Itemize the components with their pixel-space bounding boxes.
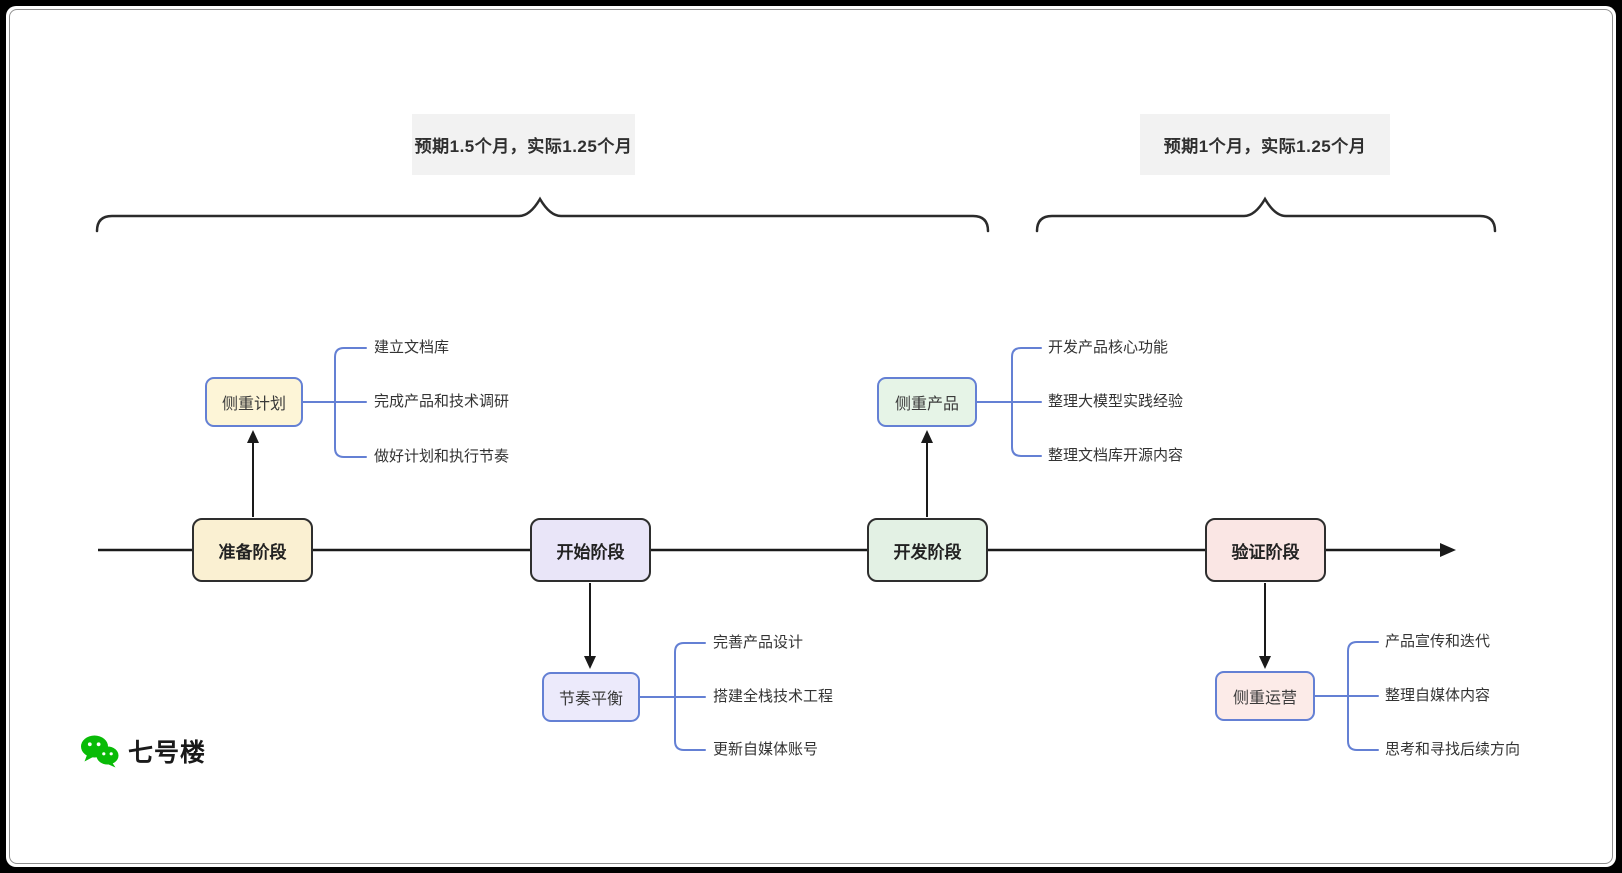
task-label: 完善产品设计 xyxy=(713,634,804,651)
duration-label-left: 预期1.5个月，实际1.25个月 xyxy=(412,114,635,175)
task-label: 整理文档库开源内容 xyxy=(1048,447,1184,464)
brace-right xyxy=(1035,196,1497,233)
arrow-dev-to-product xyxy=(921,430,933,517)
task-label: 整理大模型实践经验 xyxy=(1048,393,1184,410)
arrow-ver-to-ops xyxy=(1259,583,1271,669)
phase-node-verification: 验证阶段 xyxy=(1205,518,1326,582)
focus-node-product: 侧重产品 xyxy=(877,377,977,427)
arrow-start-to-rhythm xyxy=(584,583,596,669)
wechat-icon xyxy=(81,735,119,768)
phase-node-preparation: 准备阶段 xyxy=(192,518,313,582)
task-label: 产品宣传和迭代 xyxy=(1385,633,1491,650)
task-label: 建立文档库 xyxy=(374,339,450,356)
branch-bracket-product xyxy=(976,347,1042,457)
branch-bracket-rhythm xyxy=(639,642,706,751)
focus-node-plan: 侧重计划 xyxy=(205,377,303,427)
phase-node-development: 开发阶段 xyxy=(867,518,988,582)
branch-bracket-ops xyxy=(1314,641,1379,751)
arrow-prep-to-plan xyxy=(247,430,259,517)
watermark-brand: 七号楼 xyxy=(128,739,207,767)
branch-bracket-plan xyxy=(302,347,367,458)
focus-node-operations: 侧重运营 xyxy=(1215,671,1315,721)
duration-label-right: 预期1个月，实际1.25个月 xyxy=(1140,114,1390,175)
task-label: 做好计划和执行节奏 xyxy=(374,448,510,465)
task-label: 更新自媒体账号 xyxy=(713,741,819,758)
phase-node-start: 开始阶段 xyxy=(530,518,651,582)
task-label: 思考和寻找后续方向 xyxy=(1385,741,1521,758)
focus-node-rhythm: 节奏平衡 xyxy=(542,672,640,722)
watermark: 七号楼 xyxy=(80,733,206,769)
brace-left xyxy=(95,196,990,233)
task-label: 完成产品和技术调研 xyxy=(374,393,510,410)
task-label: 开发产品核心功能 xyxy=(1048,339,1169,356)
task-label: 搭建全栈技术工程 xyxy=(713,688,834,705)
task-label: 整理自媒体内容 xyxy=(1385,687,1491,704)
timeline-arrowhead-icon xyxy=(1440,543,1456,557)
